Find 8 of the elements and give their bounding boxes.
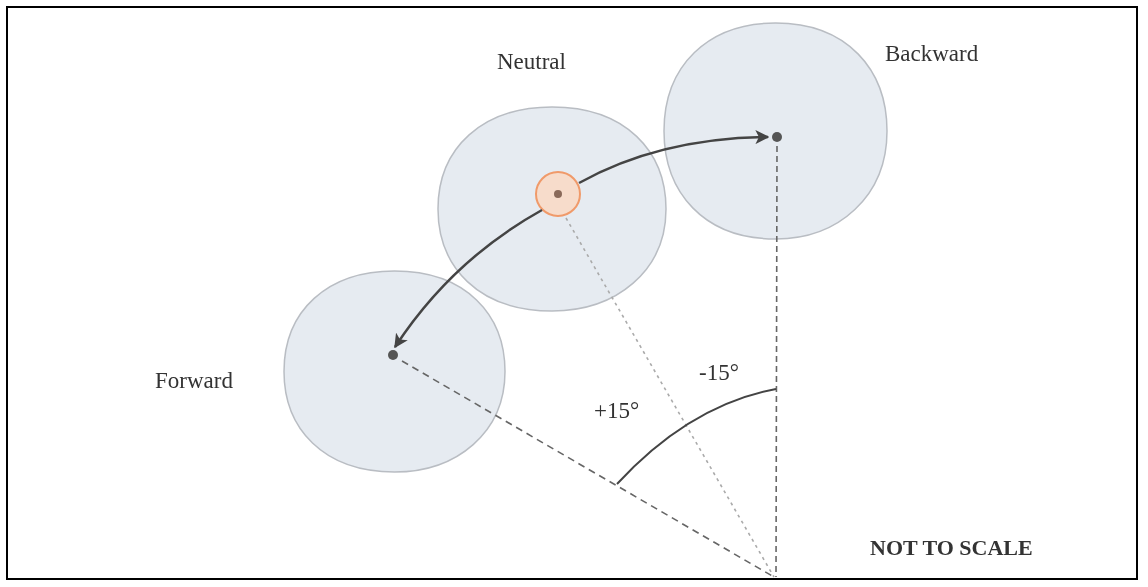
position-label: Forward xyxy=(155,369,233,392)
curved-arrow xyxy=(578,130,770,185)
curved-arrow xyxy=(393,208,543,349)
position-label: Backward xyxy=(885,42,979,65)
angle-label: +15° xyxy=(594,399,640,422)
position-label: Neutral xyxy=(497,50,566,73)
note: NOT TO SCALE xyxy=(870,537,1033,559)
angle-label: -15° xyxy=(699,361,739,384)
